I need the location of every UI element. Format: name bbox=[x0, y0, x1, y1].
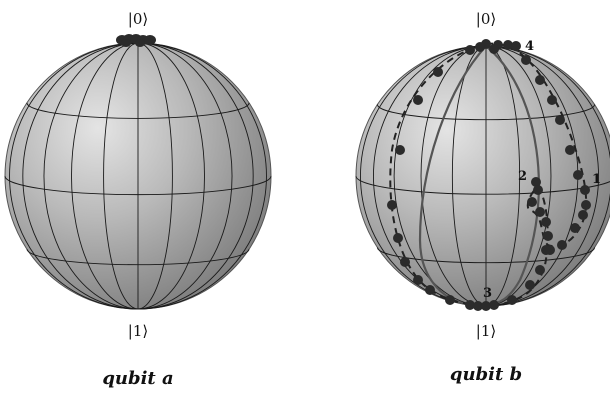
parallel-line bbox=[26, 249, 250, 266]
meridian-line bbox=[137, 42, 173, 310]
sphere-b-trajectory-left bbox=[389, 43, 487, 306]
meridian-line bbox=[137, 42, 233, 310]
meridian-line bbox=[485, 45, 610, 307]
trajectory-point bbox=[541, 245, 551, 255]
meridian-line bbox=[451, 45, 487, 307]
trajectory-point bbox=[565, 145, 575, 155]
sphere-b-marker-3: 3 bbox=[483, 286, 492, 301]
sphere-b-marker-1: 1 bbox=[592, 172, 601, 187]
trajectory-point bbox=[581, 200, 591, 210]
trajectory-point bbox=[413, 275, 423, 285]
trajectory-point bbox=[489, 300, 499, 310]
trajectory-point bbox=[481, 301, 491, 311]
parallel-line bbox=[4, 175, 272, 196]
trajectory-point bbox=[580, 185, 590, 195]
meridian-line bbox=[485, 45, 552, 307]
trajectory-point bbox=[395, 145, 405, 155]
sphere-b-solid-arc-right bbox=[485, 45, 540, 307]
trajectory-point bbox=[507, 295, 517, 305]
meridian-line bbox=[137, 42, 205, 310]
trajectory-point bbox=[535, 75, 545, 85]
trajectory-point bbox=[535, 207, 545, 217]
sphere-b-solid-arc-left bbox=[418, 45, 487, 307]
trajectory-point bbox=[511, 41, 521, 51]
trajectory-point bbox=[387, 200, 397, 210]
trajectory-point bbox=[527, 197, 537, 207]
meridian-line bbox=[420, 45, 487, 307]
sphere-b-trajectory-points bbox=[387, 39, 591, 311]
meridian-line bbox=[22, 42, 139, 310]
trajectory-point bbox=[413, 95, 423, 105]
trajectory-point bbox=[531, 177, 541, 187]
trajectory-point bbox=[525, 280, 535, 290]
bloch-sphere-b: 1 2 3 4 |0⟩ |1⟩ qubit b bbox=[355, 10, 610, 385]
trajectory-point bbox=[433, 67, 443, 77]
meridian-line bbox=[485, 45, 599, 307]
trajectory-point bbox=[547, 95, 557, 105]
trajectory-point bbox=[473, 301, 483, 311]
meridian-line bbox=[137, 42, 254, 310]
meridian-line bbox=[393, 45, 487, 307]
trajectory-point bbox=[555, 115, 565, 125]
trajectory-point bbox=[425, 285, 435, 295]
trajectory-point bbox=[465, 300, 475, 310]
parallel-line bbox=[355, 175, 610, 195]
bloch-sphere-a: |0⟩ |1⟩ qubit a bbox=[4, 10, 272, 389]
sphere-b-marker-4: 4 bbox=[525, 39, 534, 54]
sphere-a-grid bbox=[4, 42, 272, 310]
trajectory-point bbox=[503, 40, 513, 50]
parallel-line bbox=[376, 104, 596, 121]
sphere-b-top-ket-label: |0⟩ bbox=[476, 10, 496, 28]
meridian-line bbox=[9, 42, 139, 310]
trajectory-point bbox=[465, 45, 475, 55]
trajectory-point bbox=[573, 170, 583, 180]
meridian-line bbox=[71, 42, 139, 310]
qubit-a-caption: qubit a bbox=[102, 368, 173, 389]
trajectory-point bbox=[489, 44, 499, 54]
trajectory-point bbox=[543, 231, 553, 241]
sphere-b-bottom-ket-label: |1⟩ bbox=[476, 322, 496, 340]
trajectory-point bbox=[521, 55, 531, 65]
trajectory-point bbox=[557, 240, 567, 250]
trajectory-point bbox=[578, 210, 588, 220]
trajectory-point bbox=[541, 217, 551, 227]
trajectory-point bbox=[533, 185, 543, 195]
meridian-line bbox=[43, 42, 139, 310]
meridian-line bbox=[103, 42, 139, 310]
trajectory-point bbox=[445, 295, 455, 305]
meridian-line bbox=[137, 42, 267, 310]
trajectory-point bbox=[475, 42, 485, 52]
trajectory-point bbox=[400, 257, 410, 267]
sphere-b-marker-2: 2 bbox=[518, 169, 527, 184]
trajectory-point bbox=[570, 223, 580, 233]
trajectory-point bbox=[393, 233, 403, 243]
qubit-b-caption: qubit b bbox=[450, 364, 522, 385]
parallel-line bbox=[26, 102, 250, 119]
sphere-a-top-ket-label: |0⟩ bbox=[128, 10, 148, 28]
sphere-a-bottom-ket-label: |1⟩ bbox=[128, 322, 148, 340]
sphere-b-grid bbox=[355, 45, 610, 307]
trajectory-point bbox=[535, 265, 545, 275]
sphere-a-north-pole-cluster bbox=[116, 34, 156, 47]
parallel-line bbox=[376, 247, 596, 264]
